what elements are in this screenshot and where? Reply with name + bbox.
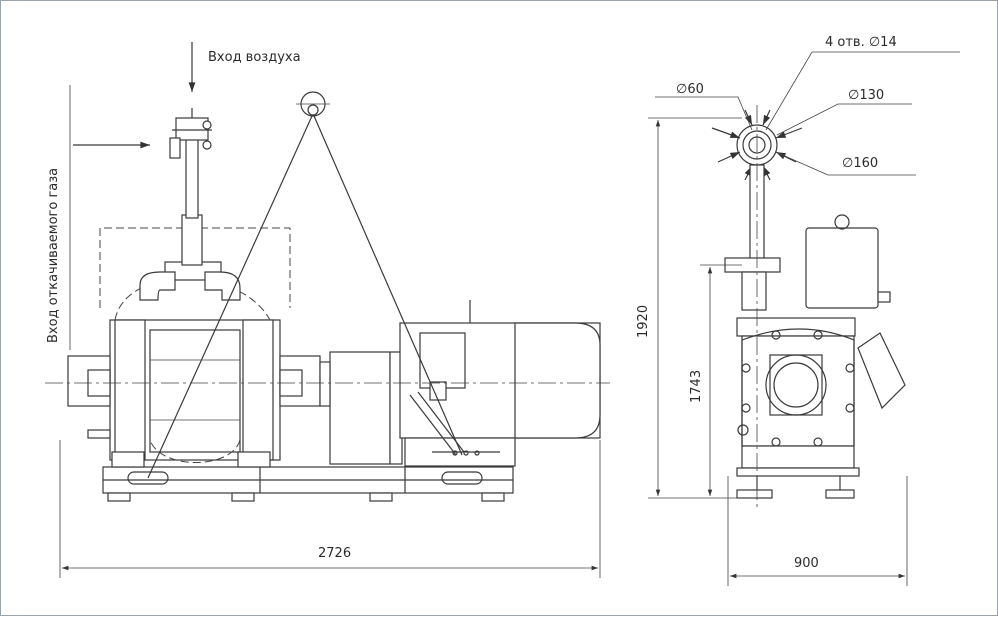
axis-height-dimension: 1743	[689, 370, 704, 403]
d130-label: ∅130	[848, 88, 884, 103]
d130-leader	[776, 103, 912, 136]
d60-label: ∅60	[676, 82, 704, 97]
separator-tank	[805, 227, 879, 309]
length-dimension: 2726	[318, 546, 351, 561]
side-view: Вход воздуха Вход откачиваемого газа 272…	[45, 42, 610, 578]
holes-leader	[765, 51, 960, 131]
d160-leader	[777, 152, 916, 176]
terminal-box	[857, 332, 906, 410]
d160-label: ∅160	[842, 156, 878, 171]
holes-label: 4 отв. ∅14	[825, 35, 897, 50]
width-dimension: 900	[794, 556, 819, 571]
height-dimension: 1920	[636, 305, 651, 338]
end-view: 1920 1743 900 ∅60 4 отв. ∅14 ∅130 ∅160	[636, 35, 960, 586]
gas-inlet-label: Вход откачиваемого газа	[46, 168, 61, 343]
pump-housing	[741, 335, 855, 447]
coupling	[329, 351, 391, 465]
d60-leader	[655, 96, 753, 131]
air-inlet-label: Вход воздуха	[208, 50, 301, 65]
